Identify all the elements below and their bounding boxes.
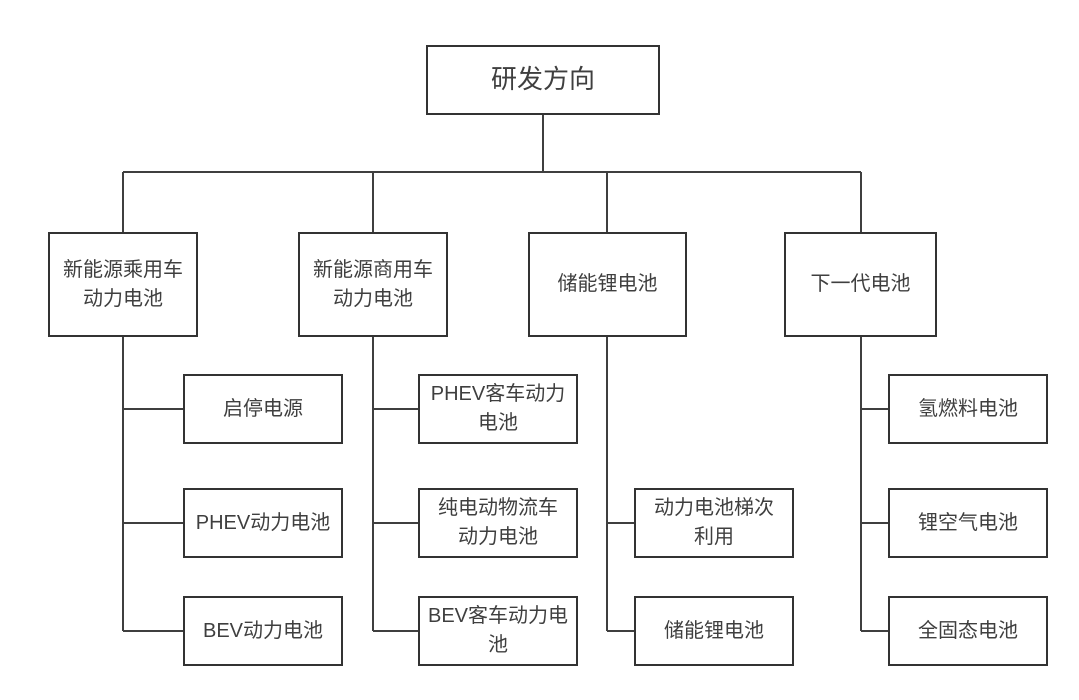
node-label: 下一代电池 xyxy=(810,273,911,295)
node-label: BEV动力电池 xyxy=(202,619,324,642)
node-start-stop-power: 启停电源 xyxy=(183,374,343,444)
node-lithium-air-battery: 锂空气电池 xyxy=(888,488,1048,558)
node-label: 全固态电池 xyxy=(918,619,1018,642)
node-nev-passenger-power-battery: 新能源乘用车 动力电池 xyxy=(48,232,198,337)
node-nev-commercial-power-battery: 新能源商用车 动力电池 xyxy=(298,232,448,337)
node-label: 纯电动物流车 动力电池 xyxy=(438,497,558,548)
node-battery-echelon-utilization: 动力电池梯次 利用 xyxy=(634,488,794,558)
node-energy-storage-li-battery: 储能锂电池 xyxy=(528,232,687,337)
node-phev-bus-power-battery: PHEV客车动力 电池 xyxy=(418,374,578,444)
node-label: 锂空气电池 xyxy=(918,511,1018,534)
node-all-solid-state-battery: 全固态电池 xyxy=(888,596,1048,666)
node-next-gen-battery: 下一代电池 xyxy=(784,232,937,337)
node-bev-bus-power-battery: BEV客车动力电 池 xyxy=(418,596,578,666)
node-label: 研发方向 xyxy=(490,64,595,95)
node-energy-storage-li-battery-leaf: 储能锂电池 xyxy=(634,596,794,666)
node-electric-logistics-vehicle-battery: 纯电动物流车 动力电池 xyxy=(418,488,578,558)
node-label: 储能锂电池 xyxy=(557,273,658,295)
node-label: 新能源商用车 动力电池 xyxy=(313,258,433,310)
node-label: 新能源乘用车 动力电池 xyxy=(63,258,183,310)
node-label: 氢燃料电池 xyxy=(918,397,1018,420)
node-bev-power-battery: BEV动力电池 xyxy=(183,596,343,666)
node-label: BEV客车动力电 池 xyxy=(427,605,569,656)
node-hydrogen-fuel-cell: 氢燃料电池 xyxy=(888,374,1048,444)
node-phev-power-battery: PHEV动力电池 xyxy=(183,488,343,558)
node-label: 启停电源 xyxy=(223,397,303,420)
node-label: PHEV客车动力 电池 xyxy=(430,383,566,434)
node-label: PHEV动力电池 xyxy=(195,511,331,534)
node-label: 储能锂电池 xyxy=(664,619,764,642)
node-rd-direction: 研发方向 xyxy=(426,45,660,115)
node-label: 动力电池梯次 利用 xyxy=(654,497,774,548)
